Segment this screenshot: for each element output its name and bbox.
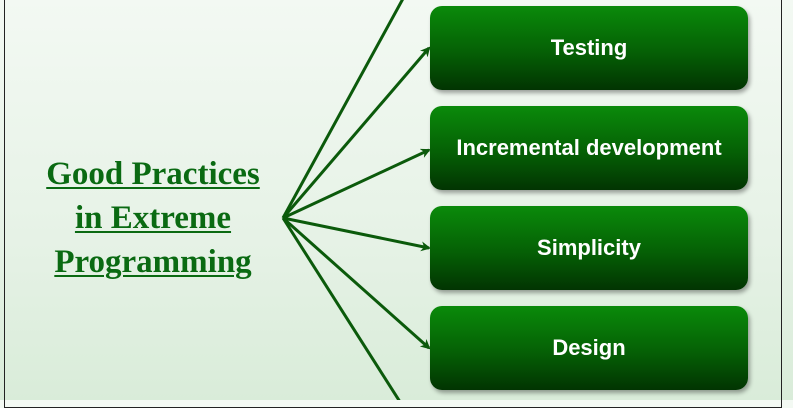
practice-box-simplicity: Simplicity [430, 206, 748, 290]
practice-box-design: Design [430, 306, 748, 390]
title-line-3: Programming [54, 244, 252, 280]
arrow-offscreen-bottom [281, 217, 401, 400]
arrow-incremental-development [282, 148, 431, 220]
practice-label: Simplicity [537, 235, 641, 260]
arrow-simplicity [282, 216, 431, 252]
practice-label: Testing [550, 35, 628, 60]
title-line-1: Good Practices [46, 156, 260, 192]
practice-label: Incremental development [456, 135, 722, 160]
practice-box-incremental-development: Incremental development [430, 106, 748, 190]
arrow-testing [281, 46, 431, 219]
practice-label: Design [552, 335, 626, 360]
diagram-title: Good Practices in Extreme Programming [18, 152, 288, 284]
arrow-offscreen-top [281, 0, 404, 219]
title-line-2: in Extreme [74, 200, 232, 236]
practice-box-testing: Testing [430, 6, 748, 90]
arrow-design [282, 216, 431, 350]
